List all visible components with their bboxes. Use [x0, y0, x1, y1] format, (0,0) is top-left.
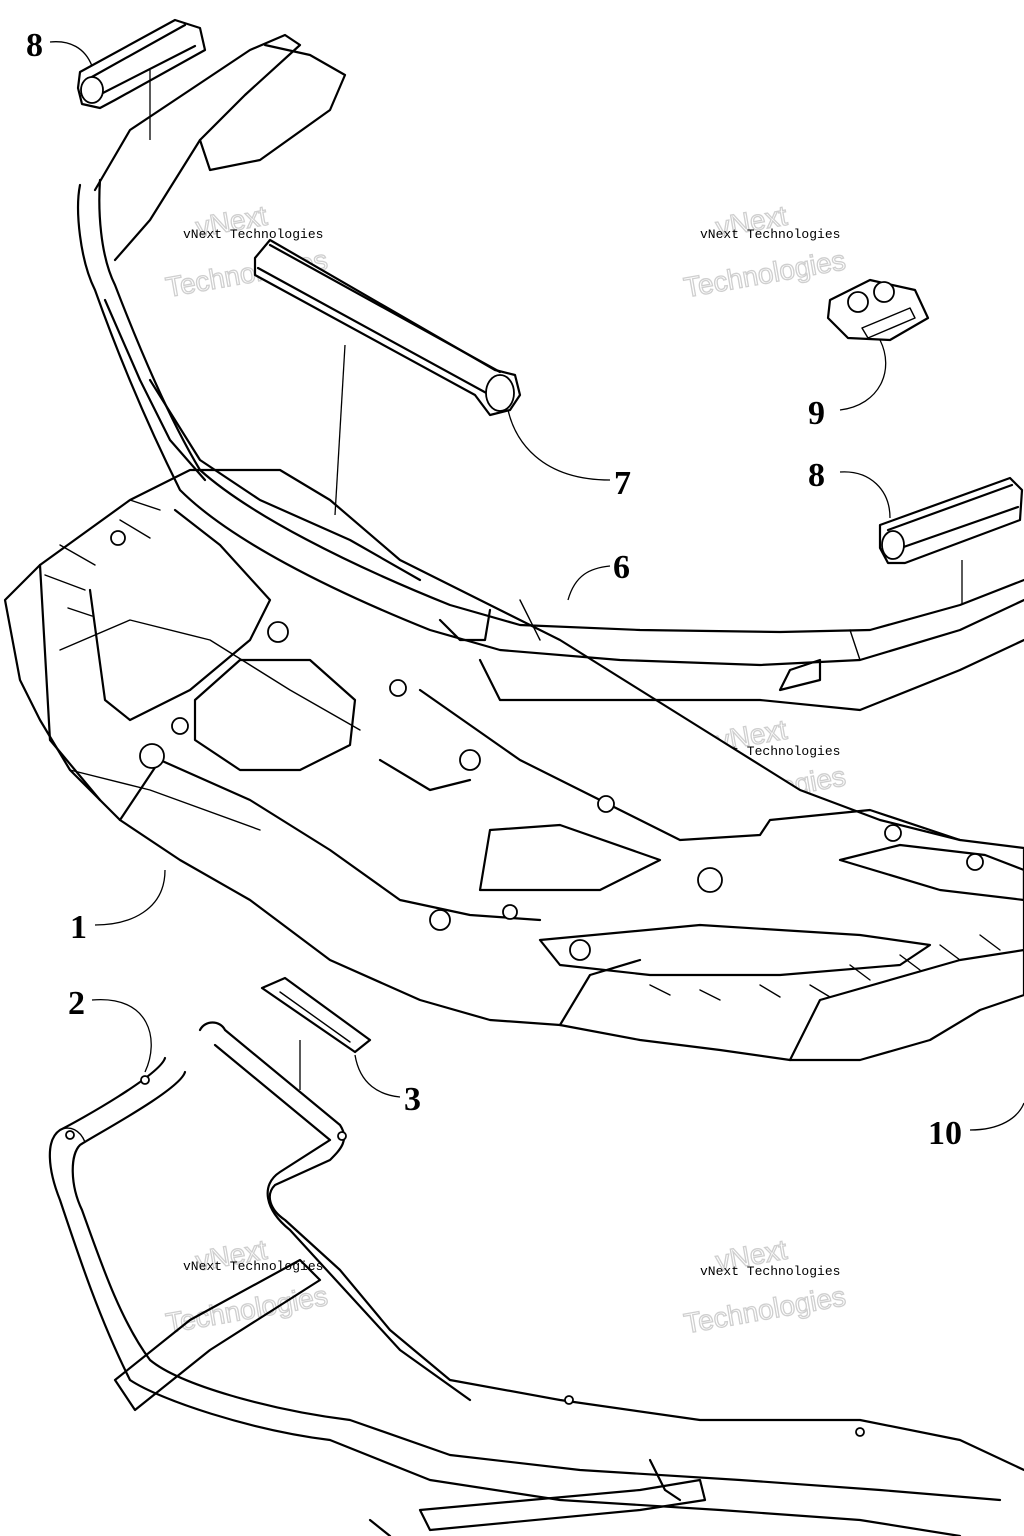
lower-frame-tube: [48, 1021, 1024, 1536]
leader-lines: [49, 41, 1024, 1131]
callout-7: 7: [614, 465, 631, 502]
svg-text:Technologies: Technologies: [682, 1280, 848, 1339]
decal-label: [260, 976, 372, 1054]
callout-8-right: 8: [808, 457, 825, 494]
callout-1: 1: [70, 909, 87, 946]
watermark-top-left-label: vNext Technologies: [183, 227, 323, 242]
watermark-bottom-left-label: vNext Technologies: [183, 1259, 323, 1274]
callout-10: 10: [928, 1115, 962, 1152]
upper-rail-tube: [77, 33, 1024, 712]
front-rack-panel: [3, 468, 1024, 1062]
bumper-pad-short-top: [76, 18, 207, 110]
callout-2: 2: [68, 985, 85, 1022]
callouts: 8 7 8 9 6 1 2 3 10: [26, 27, 962, 1152]
callout-3: 3: [404, 1081, 421, 1118]
watermark-bottom-right-label: vNext Technologies: [700, 1264, 840, 1279]
svg-text:Technologies: Technologies: [681, 244, 847, 303]
callout-9: 9: [808, 395, 825, 432]
watermark-bottom-right: Technologies vNext: [681, 1233, 849, 1340]
callout-8-top: 8: [26, 27, 43, 64]
bumper-pad-short-right: [878, 476, 1024, 565]
watermark-top-right-label: vNext Technologies: [700, 227, 840, 242]
fastener-kit: [826, 278, 930, 342]
watermark-bottom-left: Technologies vNext: [163, 1233, 331, 1339]
callout-6: 6: [613, 549, 630, 586]
watermark-top-right: Technologies vNext: [681, 199, 849, 304]
bumper-pad-long: [253, 238, 522, 417]
